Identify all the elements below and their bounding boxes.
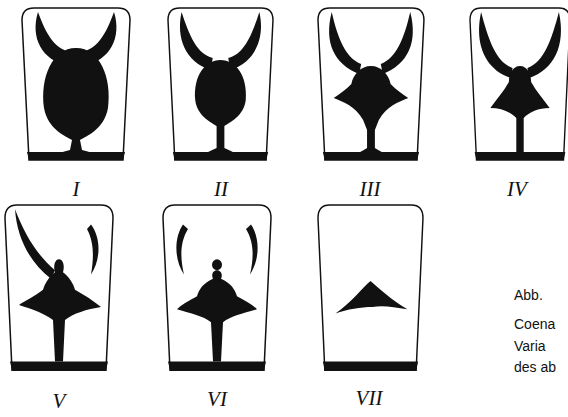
tergite-outline: [470, 8, 568, 160]
crescent-mark: [176, 225, 188, 275]
roman-numeral: III: [360, 177, 381, 201]
caption-text: Varia: [514, 338, 546, 354]
figure-numeral: II: [214, 177, 228, 202]
tergite-outline: [5, 205, 113, 370]
tergite-outline: [318, 205, 423, 370]
roman-numeral: V: [53, 389, 66, 413]
hind-margin-band: [10, 361, 108, 370]
crescent-mark: [87, 225, 99, 275]
figure-numeral: V: [53, 389, 66, 414]
tergite-figure: [318, 205, 423, 370]
horn-mark: [15, 209, 55, 279]
horn-mark: [381, 12, 413, 74]
dorsal-mark: [19, 259, 101, 361]
crescent-mark: [246, 225, 258, 275]
caption-fragment: Varia: [514, 337, 546, 355]
tergite-outline: [163, 205, 271, 370]
tergite-figure: [5, 205, 113, 370]
roman-numeral: I: [73, 177, 80, 201]
horn-mark: [180, 12, 213, 70]
figure-numeral: III: [360, 177, 381, 202]
caption-text: Coena: [514, 316, 555, 332]
tergite-figure: [318, 8, 424, 160]
hind-margin-band: [323, 361, 418, 370]
tergite-figure: [163, 205, 271, 370]
roman-numeral: VII: [356, 386, 383, 410]
tergite-figure: [22, 8, 130, 160]
figure-numeral: VII: [356, 386, 383, 411]
figure-numeral: I: [73, 177, 80, 202]
caption-text: des ab: [514, 359, 556, 375]
tergite-outline: [318, 8, 424, 160]
caption-text: Abb.: [514, 287, 543, 303]
horn-mark: [228, 12, 261, 70]
tergite-figure: [168, 8, 273, 160]
tergite-figure: [470, 8, 568, 160]
hind-margin-band: [168, 361, 266, 370]
caption-fragment: Coena: [514, 315, 555, 333]
roman-numeral: VI: [207, 387, 227, 411]
horn-mark: [479, 12, 513, 78]
dorsal-mark: [43, 48, 109, 156]
tergite-outline: [168, 8, 273, 160]
horn-mark: [527, 12, 561, 78]
figure-numeral: IV: [507, 177, 527, 202]
figure-numeral: VI: [207, 387, 227, 412]
caption-fragment: des ab: [514, 358, 556, 376]
dorsal-mark: [195, 60, 246, 156]
dorsal-mark: [490, 66, 549, 156]
horn-mark: [329, 12, 361, 74]
knob-mark: [212, 259, 222, 270]
caption-fragment: Abb.: [514, 286, 543, 304]
roman-numeral: IV: [507, 177, 527, 201]
dorsal-mark: [177, 270, 257, 361]
tergite-outline: [22, 8, 130, 160]
dorsal-mark: [334, 66, 409, 156]
roman-numeral: II: [214, 177, 228, 201]
dorsal-mark: [335, 281, 407, 314]
